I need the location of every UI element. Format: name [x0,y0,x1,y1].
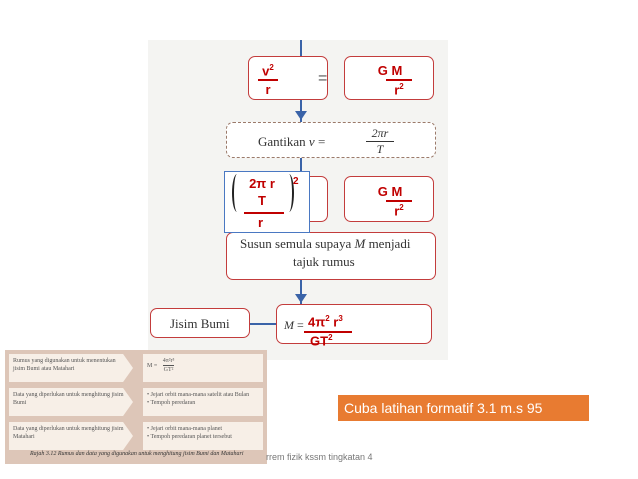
row0-right-pre: M = [147,362,158,369]
step5-den-exp: 2 [328,333,333,342]
arrow-down-icon [295,294,307,303]
step1-right-fraction: G M r2 [368,63,412,97]
step1-left-numerator: v2 [256,63,280,78]
table-cell-right: M = 4π²r³ GT² [143,354,263,382]
step1-left-num: v [262,63,270,79]
step3-right-num: G M [377,184,403,199]
step5-den: GT [310,333,329,349]
step5-label: Jisim Bumi [170,316,230,331]
row2-item-text: Tempoh peredaran planet tersebut [150,434,232,440]
step1-right-denominator: r2 [368,82,412,97]
fraction-bar [244,212,284,214]
table-row: Data yang diperlukan untuk menghitung ji… [9,422,263,450]
step1-left-fraction: v2 r [256,63,280,97]
left-paren [232,174,242,212]
step5-formula-box [276,304,432,344]
row2-item-text: Jejari orbit mana-mana planet [150,426,223,432]
step3-right-fraction: G M r2 [368,184,412,218]
step5-label-box [150,308,250,338]
step5-num-a: 4π [308,314,326,330]
exercise-callout: Cuba latihan formatif 3.1 m.s 95 [338,395,589,421]
step3-inner-fraction: 2π r T [240,176,284,208]
table-cell-right: • Jejari orbit mana-mana planet • Tempoh… [143,422,263,450]
step1-right-box [344,56,434,100]
step5-equals: = [297,318,304,332]
step1-left-exp: 2 [269,63,274,72]
step2-box [226,122,436,158]
row2-item: • Tempoh peredaran planet tersebut [147,434,232,440]
step2-fraction: 2πr T [366,126,394,157]
step2-text: Gantikan v = [258,134,325,150]
fraction-bar [366,141,394,142]
table-cell-right: • Jejari orbit mana-mana satelit atau Bu… [143,388,263,416]
step5-numerator: 4π2 r3 [308,314,343,329]
step5-lhs: M = [284,318,304,333]
row0-fraction: 4π²r³ GT² [162,357,175,374]
row1-item: • Jejari orbit mana-mana satelit atau Bu… [147,392,250,398]
step3-power: 2 [293,176,299,187]
step4-box [226,232,436,280]
table-cell-left: Data yang diperlukan untuk menghitung ji… [9,388,133,416]
step1-equals: = [318,70,328,87]
row1-item-text: Tempoh peredaran [150,400,196,406]
arrow-down-icon [295,111,307,120]
step5-num-a-exp: 2 [325,314,330,323]
step2-num: 2πr [371,126,389,140]
step4-line1-pre: Susun semula supaya [240,236,352,251]
table-row: Data yang diperlukan untuk menghitung ji… [9,388,263,416]
step4-line1-post: menjadi [368,236,411,251]
step2-label: Gantikan [258,134,306,149]
row1-item-text: Jejari orbit mana-mana satelit atau Bula… [150,392,250,398]
table-cell-left: Data yang diperlukan untuk menghitung ji… [9,422,133,450]
row1-item: • Tempoh peredaran [147,400,196,406]
step3-paren-den: T [258,193,266,208]
step2-equals: = [317,134,326,149]
row0-right-den: GT² [163,367,174,373]
step3-outer-den: r [258,215,264,230]
step1-right-num: G M [377,63,403,78]
step2-var: v [308,134,315,149]
summary-table-photo: Rumus yang digunakan untuk menentukan ji… [5,350,267,464]
step5-var: M [284,318,294,332]
step5-num-b-exp: 3 [338,314,343,323]
row2-item: • Jejari orbit mana-mana planet [147,426,223,432]
table-caption: Rajah 3.12 Rumus dan data yang digunakan… [30,451,244,457]
row0-right-num: 4π²r³ [162,358,175,366]
step1-left-den: r [265,82,271,98]
step1-left-box [248,56,328,100]
step4-line1: Susun semula supaya M menjadi [240,236,410,252]
fraction-bar [304,331,352,333]
step5-denominator: GT2 [310,333,333,348]
step1-right-den: r [394,82,400,98]
step5-num-b: r [329,314,339,330]
fraction-bar [258,79,278,82]
table-row: Rumus yang digunakan untuk menentukan ji… [9,354,263,382]
step5-link-line [250,323,276,325]
step2-den: T [376,142,384,156]
step4-line2: tajuk rumus [293,254,355,269]
right-paren [284,174,294,212]
step1-right-exp: 2 [399,82,404,91]
step3-paren-num: 2π r [249,176,275,191]
slide-footer: rrem fizik kssm tingkatan 4 [266,452,373,462]
step3-right-denominator: r2 [368,203,412,218]
step3-right-den: r [394,203,400,219]
fraction-bar [386,79,412,81]
step3-right-exp: 2 [399,203,404,212]
step4-line1-var: M [354,236,366,251]
step3-right-box [344,176,434,222]
table-cell-left: Rumus yang digunakan untuk menentukan ji… [9,354,133,382]
fraction-bar [386,200,412,202]
